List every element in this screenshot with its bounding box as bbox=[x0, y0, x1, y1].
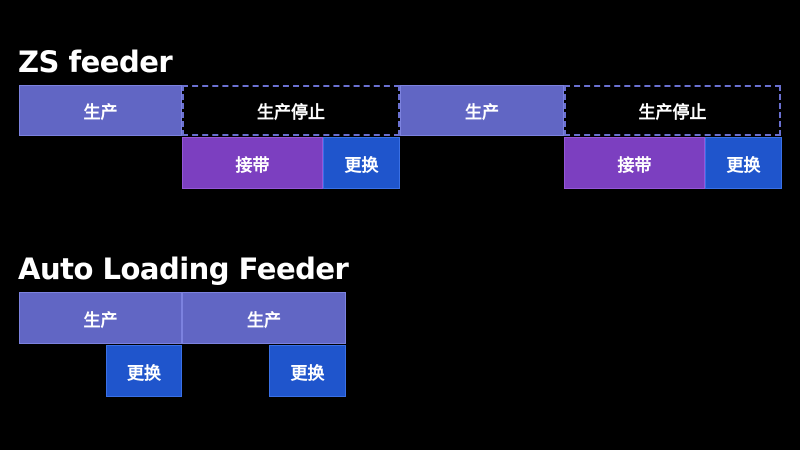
al-change-block-2: 更换 bbox=[269, 345, 346, 397]
al-produce-block-1: 生产 bbox=[19, 292, 182, 344]
zs-change-block-2: 更换 bbox=[705, 137, 782, 189]
zs-splice-block-2: 接带 bbox=[564, 137, 705, 189]
auto-loading-feeder-title: Auto Loading Feeder bbox=[18, 252, 349, 286]
zs-change-block-1: 更换 bbox=[323, 137, 400, 189]
zs-produce-block-1: 生产 bbox=[19, 85, 182, 136]
al-change-block-1: 更换 bbox=[106, 345, 182, 397]
al-produce-block-2: 生产 bbox=[182, 292, 346, 344]
zs-splice-block-1: 接带 bbox=[182, 137, 323, 189]
zs-produce-block-2: 生产 bbox=[400, 85, 564, 136]
zs-stop-block-1: 生产停止 bbox=[182, 85, 400, 136]
zs-feeder-title: ZS feeder bbox=[18, 45, 173, 79]
zs-stop-block-2: 生产停止 bbox=[564, 85, 781, 136]
